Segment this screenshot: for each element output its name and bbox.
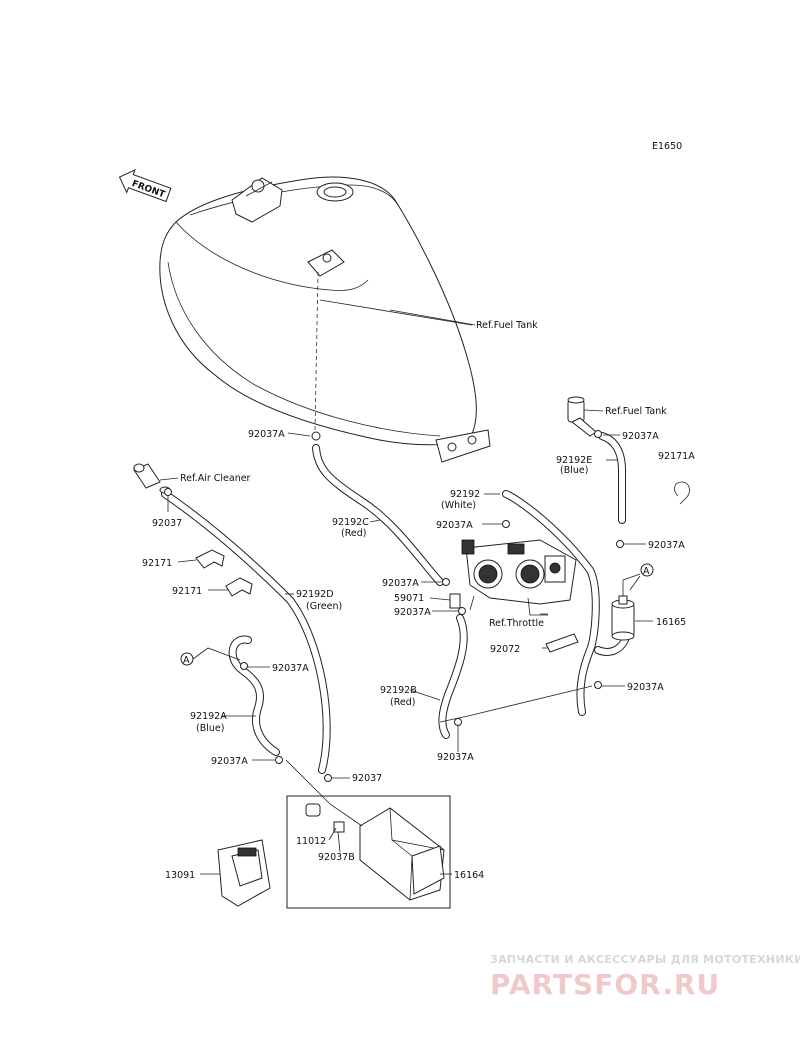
label-ref-air-cleaner: Ref.Air Cleaner xyxy=(180,473,251,484)
label-92037a-tank: 92037A xyxy=(248,429,285,440)
watermark-tagline: ЗАПЧАСТИ И АКСЕССУАРЫ ДЛЯ МОТОТЕХНИКИ xyxy=(490,953,800,966)
label-92037a-white: 92037A xyxy=(436,520,473,531)
hose-92192a xyxy=(228,635,280,756)
label-11012: 11012 xyxy=(296,836,326,847)
front-arrow: FRONT xyxy=(118,168,172,203)
label-92192a: 92192A xyxy=(190,711,227,722)
callout-labels: Ref.Fuel Tank Ref.Fuel Tank 92037A 92037… xyxy=(142,320,695,881)
label-92171-2: 92171 xyxy=(172,586,202,597)
air-cleaner-fitting xyxy=(133,463,171,494)
label-92037a-red-top: 92037A xyxy=(382,578,419,589)
label-92192e: 92192E xyxy=(556,455,592,466)
hose-92192c xyxy=(312,444,444,586)
hose-92192b xyxy=(438,614,468,739)
label-92192e-color: (Blue) xyxy=(560,465,588,476)
label-92037b: 92037B xyxy=(318,852,355,863)
label-92192b-color: (Red) xyxy=(390,697,415,708)
label-ref-throttle: Ref.Throttle xyxy=(489,618,544,629)
label-a-left: A xyxy=(183,655,190,666)
label-92192c-color: (Red) xyxy=(341,528,366,539)
leader-lines xyxy=(159,309,653,875)
fuel-tank-fitting-right xyxy=(567,396,597,437)
label-92192: 92192 xyxy=(450,489,480,500)
label-a-right: A xyxy=(643,566,650,577)
valve-16165 xyxy=(611,573,641,641)
hose-canister-lower xyxy=(594,636,629,656)
label-92037a-right-mid: 92037A xyxy=(648,540,685,551)
clip-92171-2 xyxy=(225,577,253,597)
label-92037-aircleaner: 92037 xyxy=(152,518,182,529)
watermark: ЗАПЧАСТИ И АКСЕССУАРЫ ДЛЯ МОТОТЕХНИКИ PA… xyxy=(490,953,800,1001)
label-16165: 16165 xyxy=(656,617,686,628)
label-92192a-color: (Blue) xyxy=(196,723,224,734)
label-92037-canister: 92037 xyxy=(352,773,382,784)
label-92192b: 92192B xyxy=(380,685,417,696)
label-ref-fuel-tank-right: Ref.Fuel Tank xyxy=(605,406,667,417)
hose-92192d xyxy=(161,490,331,774)
label-92192c: 92192C xyxy=(332,517,369,528)
reference-a-markers xyxy=(180,563,654,723)
label-16164: 16164 xyxy=(454,870,484,881)
throttle-body xyxy=(461,539,577,616)
label-92171-1: 92171 xyxy=(142,558,172,569)
diagram-code: E1650 xyxy=(652,141,682,152)
label-13091: 13091 xyxy=(165,870,195,881)
label-ref-fuel-tank-main: Ref.Fuel Tank xyxy=(476,320,538,331)
cover-13091 xyxy=(217,839,271,907)
label-92037a-right-low: 92037A xyxy=(627,682,664,693)
label-92037a-canister: 92037A xyxy=(211,756,248,767)
label-92192-color: (White) xyxy=(441,500,476,511)
plate-92072 xyxy=(545,633,579,653)
label-92171a: 92171A xyxy=(658,451,695,462)
label-92037a-right-top: 92037A xyxy=(622,431,659,442)
hose-92192e xyxy=(598,432,626,524)
label-92192d: 92192D xyxy=(296,589,334,600)
canister-assembly xyxy=(285,759,451,909)
hose-92192-white xyxy=(502,490,600,716)
fitting-59071 xyxy=(449,593,461,609)
label-92037a-red-bottom: 92037A xyxy=(437,752,474,763)
hose-clamps xyxy=(164,430,624,782)
watermark-brand: PARTSFOR.RU xyxy=(490,968,720,1001)
label-92037a-throttle: 92037A xyxy=(394,607,431,618)
label-92192d-color: (Green) xyxy=(306,601,342,612)
label-59071: 59071 xyxy=(394,593,424,604)
fuel-tank xyxy=(159,176,491,463)
label-92072: 92072 xyxy=(490,644,520,655)
clip-92171-1 xyxy=(195,549,225,569)
label-92037a-left: 92037A xyxy=(272,663,309,674)
clamp-92171a xyxy=(674,481,690,505)
